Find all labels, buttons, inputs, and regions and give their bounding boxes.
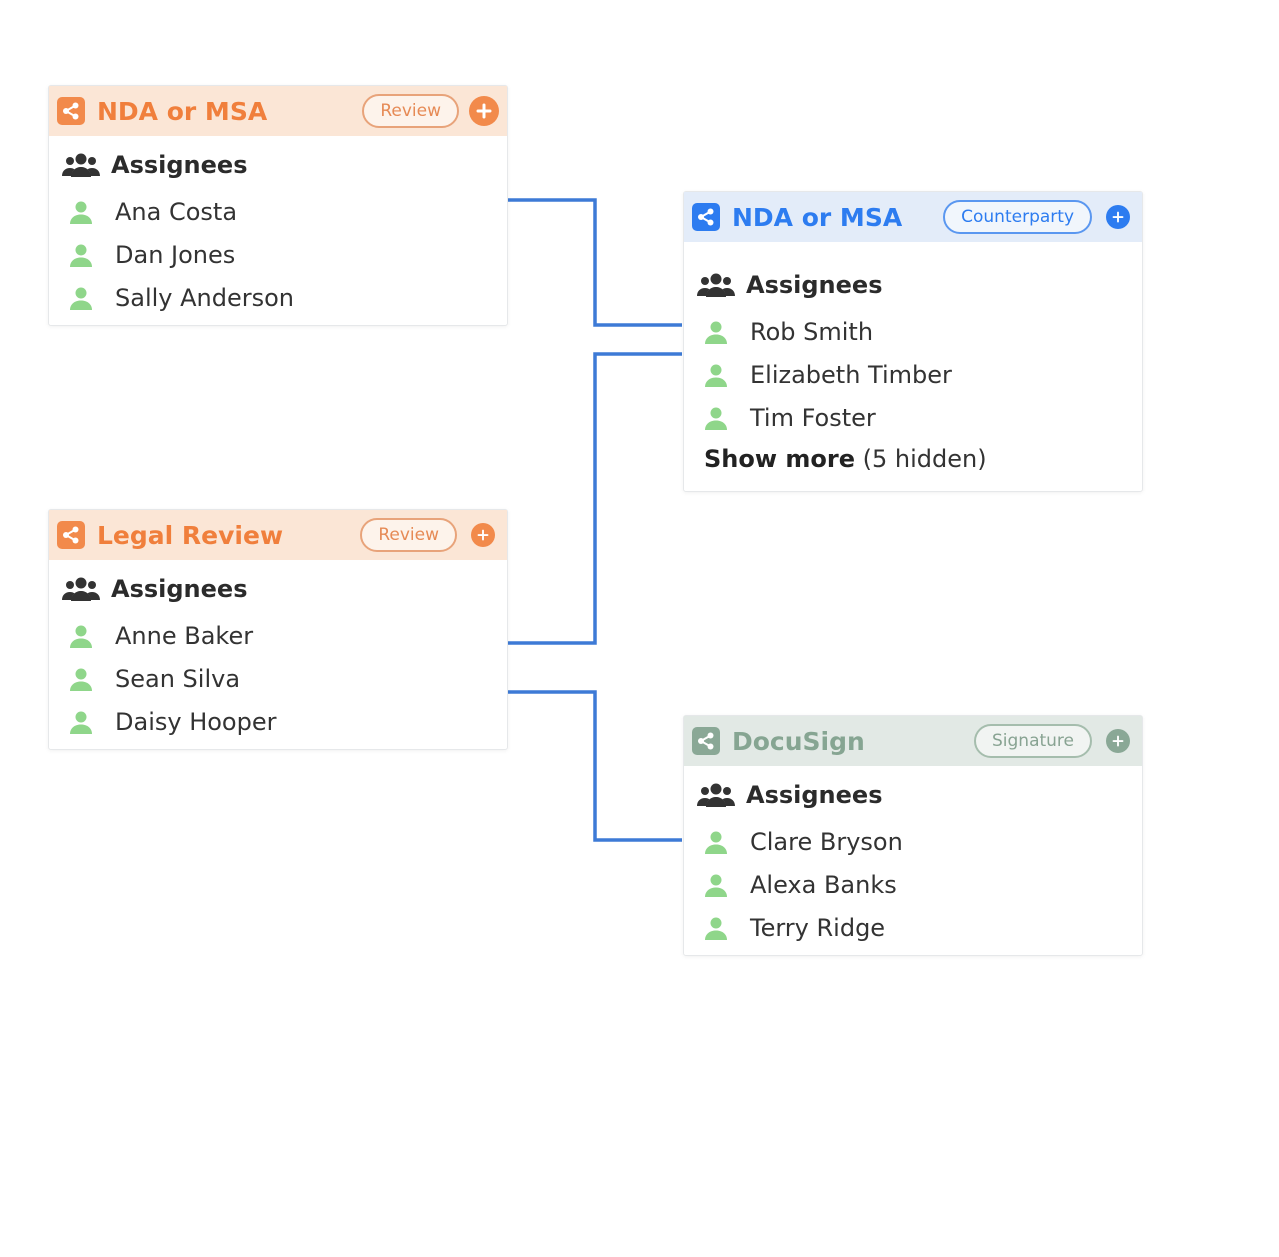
plus-icon <box>476 103 492 119</box>
user-icon <box>705 831 727 854</box>
assignees-heading: Assignees <box>696 776 1130 814</box>
add-assignee-button[interactable] <box>1106 729 1130 753</box>
add-assignee-button[interactable] <box>469 96 499 126</box>
assignee-item[interactable]: Daisy Hooper <box>61 700 495 743</box>
assignee-item[interactable]: Anne Baker <box>61 614 495 657</box>
user-icon <box>705 917 727 940</box>
user-icon <box>70 668 92 691</box>
connector-legal-to-counterparty <box>508 352 682 645</box>
card-header: NDA or MSA Review <box>49 86 507 136</box>
role-badge[interactable]: Counterparty <box>943 200 1092 234</box>
assignee-item[interactable]: Sean Silva <box>61 657 495 700</box>
user-icon <box>705 874 727 897</box>
role-badge[interactable]: Review <box>360 518 457 552</box>
user-icon <box>70 711 92 734</box>
user-icon <box>705 407 727 430</box>
assignees-heading: Assignees <box>61 570 495 608</box>
card-title: DocuSign <box>732 726 865 756</box>
assignees-heading: Assignees <box>696 266 1130 304</box>
user-icon <box>705 321 727 344</box>
plus-icon <box>1112 735 1124 747</box>
share-icon <box>57 521 85 549</box>
assignee-item[interactable]: Sally Anderson <box>61 276 495 319</box>
assignee-item[interactable]: Alexa Banks <box>696 863 1130 906</box>
plus-icon <box>1112 211 1124 223</box>
connector-legal-to-docusign <box>508 690 682 842</box>
card-header: Legal Review Review <box>49 510 507 560</box>
users-icon <box>697 783 735 807</box>
assignee-item[interactable]: Clare Bryson <box>696 820 1130 863</box>
card-header: DocuSign Signature <box>684 716 1142 766</box>
users-icon <box>697 273 735 297</box>
assignee-item[interactable]: Terry Ridge <box>696 906 1130 949</box>
user-icon <box>70 625 92 648</box>
plus-icon <box>477 529 489 541</box>
assignee-item[interactable]: Dan Jones <box>61 233 495 276</box>
card-header: NDA or MSA Counterparty <box>684 192 1142 242</box>
show-more-link[interactable]: Show more (5 hidden) <box>704 445 987 473</box>
assignee-item[interactable]: Tim Foster <box>696 396 1130 439</box>
add-assignee-button[interactable] <box>471 523 495 547</box>
assignee-item[interactable]: Ana Costa <box>61 190 495 233</box>
card-title: NDA or MSA <box>732 202 903 232</box>
connector-nda-to-counterparty <box>508 198 682 327</box>
role-badge[interactable]: Review <box>362 94 459 128</box>
user-icon <box>705 364 727 387</box>
users-icon <box>62 577 100 601</box>
step-card-nda-counterparty[interactable]: NDA or MSA Counterparty Assignees Rob Sm… <box>683 191 1143 492</box>
assignee-item[interactable]: Elizabeth Timber <box>696 353 1130 396</box>
assignee-item[interactable]: Rob Smith <box>696 310 1130 353</box>
card-title: Legal Review <box>97 520 284 550</box>
step-card-docusign[interactable]: DocuSign Signature Assignees Clare Bryso… <box>683 715 1143 956</box>
step-card-nda-review[interactable]: NDA or MSA Review Assignees Ana Costa Da… <box>48 85 508 326</box>
users-icon <box>62 153 100 177</box>
user-icon <box>70 287 92 310</box>
role-badge[interactable]: Signature <box>973 724 1092 758</box>
add-assignee-button[interactable] <box>1106 205 1130 229</box>
card-title: NDA or MSA <box>97 96 268 126</box>
share-icon <box>692 727 720 755</box>
user-icon <box>70 201 92 224</box>
share-icon <box>692 203 720 231</box>
user-icon <box>70 244 92 267</box>
step-card-legal-review[interactable]: Legal Review Review Assignees Anne Baker… <box>48 509 508 750</box>
share-icon <box>57 97 85 125</box>
assignees-heading: Assignees <box>61 146 495 184</box>
